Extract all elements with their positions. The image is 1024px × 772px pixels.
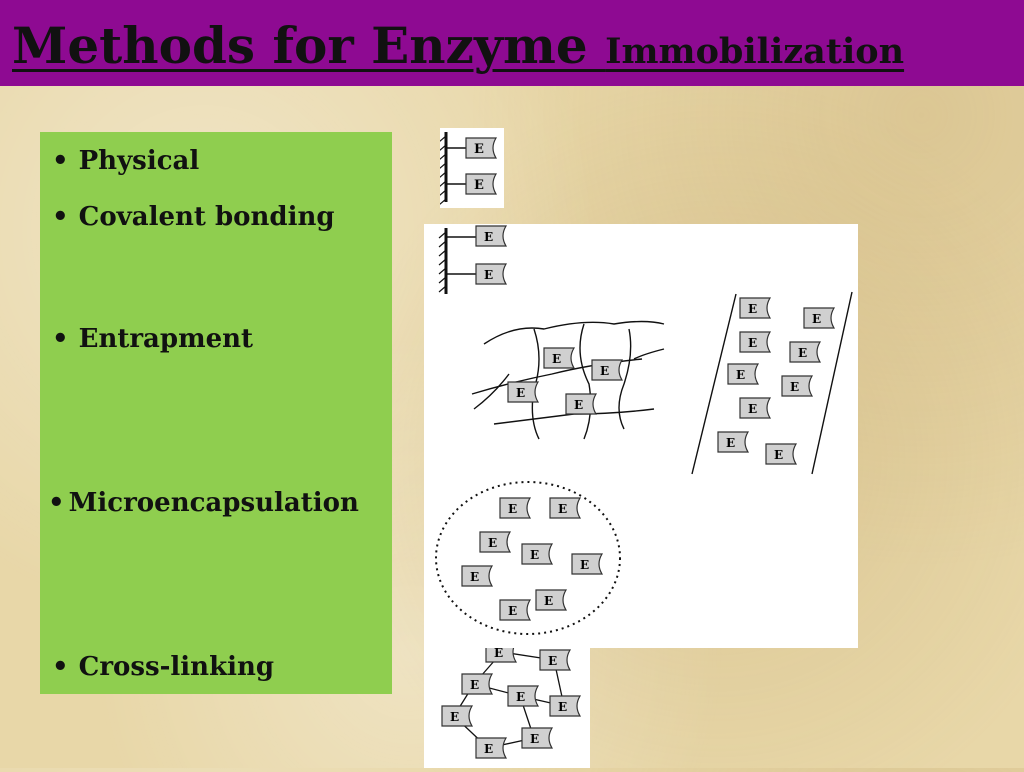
svg-text:E: E <box>790 380 799 394</box>
svg-text:E: E <box>484 742 493 756</box>
svg-text:E: E <box>558 502 567 516</box>
enzyme-icon: E <box>789 341 822 363</box>
svg-text:E: E <box>508 502 517 516</box>
svg-text:E: E <box>558 700 567 714</box>
enzyme-icon: E <box>475 737 508 759</box>
enzyme-icon: E <box>475 263 508 285</box>
enzyme-icon: E <box>803 307 836 329</box>
svg-text:E: E <box>488 536 497 550</box>
svg-text:E: E <box>530 732 539 746</box>
method-covalent-bonding: •Covalent bonding <box>52 202 335 232</box>
svg-text:E: E <box>748 402 757 416</box>
svg-text:E: E <box>580 558 589 572</box>
enzyme-icon: E <box>549 695 582 717</box>
svg-text:E: E <box>474 142 484 157</box>
svg-text:E: E <box>470 570 479 584</box>
slide-title: Methods for Enzyme Immobilization <box>12 16 904 75</box>
enzyme-icon: E <box>521 727 554 749</box>
svg-text:E: E <box>774 448 783 462</box>
enzyme-icon: E <box>465 173 498 195</box>
enzyme-icon: E <box>739 331 772 353</box>
title-bar: Methods for Enzyme Immobilization <box>0 0 1024 86</box>
enzyme-icon: E <box>507 381 540 403</box>
enzyme-icon: E <box>461 673 494 695</box>
svg-text:E: E <box>548 654 557 668</box>
enzyme-icon: E <box>571 553 604 575</box>
enzyme-icon: E <box>565 393 598 415</box>
svg-text:E: E <box>494 648 503 660</box>
enzyme-icon: E <box>465 137 498 159</box>
enzyme-icon: E <box>441 705 474 727</box>
svg-text:E: E <box>544 594 553 608</box>
enzyme-icon: E <box>507 685 540 707</box>
svg-text:E: E <box>574 398 583 412</box>
svg-text:E: E <box>552 352 561 366</box>
enzyme-icon: E <box>727 363 760 385</box>
enzyme-icon: E <box>591 359 624 381</box>
physical-diagram-panel: E E <box>438 128 504 208</box>
enzyme-icon: E <box>535 589 568 611</box>
svg-text:E: E <box>726 436 735 450</box>
enzyme-icon: E <box>739 397 772 419</box>
enzyme-icon: E <box>543 347 576 369</box>
method-microencapsulation: •Microencapsulation <box>48 488 359 518</box>
title-part-1: Methods for Enzyme <box>12 16 606 75</box>
method-label: Covalent bonding <box>78 202 335 232</box>
title-part-2: Immobilization <box>605 31 905 72</box>
enzyme-icon: E <box>475 225 508 247</box>
enzyme-icon: E <box>549 497 582 519</box>
svg-text:E: E <box>474 178 484 193</box>
svg-text:E: E <box>530 548 539 562</box>
svg-text:E: E <box>516 386 525 400</box>
method-entrapment: •Entrapment <box>52 324 254 354</box>
methods-diagram: E E E E E E E E E E E E E E E E E E E E E E E <box>435 225 853 635</box>
svg-text:E: E <box>798 346 807 360</box>
physical-diagram: E E <box>438 132 498 206</box>
enzyme-icon: E <box>521 543 554 565</box>
svg-text:E: E <box>748 302 757 316</box>
svg-text:E: E <box>484 230 493 244</box>
crosslinking-diagram: E E E E E E E E <box>441 641 582 759</box>
enzyme-icon: E <box>717 431 750 453</box>
enzyme-icon: E <box>765 443 798 465</box>
svg-text:E: E <box>450 710 459 724</box>
enzyme-icon: E <box>499 599 532 621</box>
enzyme-icon: E <box>479 531 512 553</box>
svg-text:E: E <box>470 678 479 692</box>
crosslinking-diagram-panel: E E E E E E E E <box>424 641 590 768</box>
methods-diagram-panel: E E E E E E E E E E E E E E E E E E E E E E E <box>424 224 858 648</box>
svg-text:E: E <box>600 364 609 378</box>
methods-list: •Physical •Covalent bonding •Entrapment … <box>40 132 392 694</box>
enzyme-icon: E <box>461 565 494 587</box>
method-label: Microencapsulation <box>68 488 359 518</box>
svg-text:E: E <box>508 604 517 618</box>
method-label: Physical <box>78 146 200 176</box>
enzyme-icon: E <box>739 297 772 319</box>
svg-text:E: E <box>736 368 745 382</box>
svg-text:E: E <box>484 268 493 282</box>
method-physical: •Physical <box>52 146 200 176</box>
microcapsule-membrane <box>435 481 621 635</box>
method-cross-linking: •Cross-linking <box>52 652 275 682</box>
method-label: Cross-linking <box>78 652 275 682</box>
method-label: Entrapment <box>78 324 254 354</box>
enzyme-icon: E <box>781 375 814 397</box>
svg-text:E: E <box>516 690 525 704</box>
enzyme-icon: E <box>539 649 572 671</box>
svg-text:E: E <box>748 336 757 350</box>
enzyme-icon: E <box>485 641 518 663</box>
crosslink-ladder-lines <box>691 291 853 475</box>
enzyme-icon: E <box>499 497 532 519</box>
entrapment-mesh <box>471 320 665 440</box>
svg-text:E: E <box>812 312 821 326</box>
